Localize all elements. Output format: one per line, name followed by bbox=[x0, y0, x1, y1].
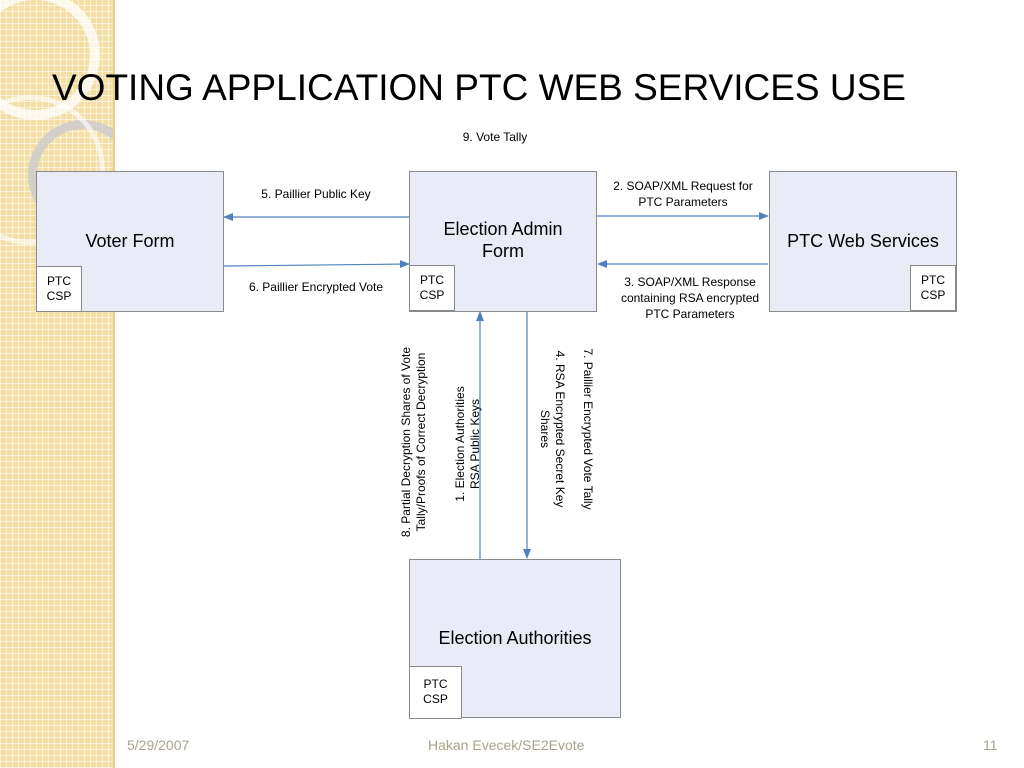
strip-divider bbox=[113, 0, 115, 768]
edge-label-vote-tally: 9. Vote Tally bbox=[462, 130, 528, 144]
ptc-web-services-csp: PTC CSP bbox=[910, 265, 956, 311]
election-authorities-label: Election Authorities bbox=[438, 628, 592, 648]
ptc-web-services-label: PTC Web Services bbox=[787, 231, 939, 251]
election-authorities-csp: PTC CSP bbox=[409, 666, 462, 719]
edge-label-authority-rsa-keys: 1. Election Authorities RSA Public Keys bbox=[453, 386, 482, 502]
edge-label-soap-response: 3. SOAP/XML Response containing RSA encr… bbox=[620, 275, 760, 321]
voter-form-csp: PTC CSP bbox=[36, 266, 82, 312]
footer-author: Hakan Evecek/SE2Evote bbox=[428, 737, 585, 753]
arrow-paillier-encrypted-vote bbox=[223, 260, 410, 269]
edge-label-soap-request: 2. SOAP/XML Request for PTC Parameters bbox=[613, 179, 753, 209]
election-admin-form-node: Election Admin Form PTC CSP bbox=[409, 171, 597, 312]
edge-label-paillier-vote-tally: 7. Paillier Encrypted Vote Tally bbox=[581, 348, 595, 510]
edge-label-paillier-public-key: 5. Paillier Public Key bbox=[261, 187, 371, 201]
ptc-web-services-node: PTC Web Services PTC CSP bbox=[769, 171, 957, 312]
voter-form-label: Voter Form bbox=[85, 231, 175, 251]
footer-date: 5/29/2007 bbox=[127, 737, 190, 753]
election-admin-form-csp: PTC CSP bbox=[409, 265, 455, 311]
edge-label-rsa-secret-key-shares: 4. RSA Encrypted Secret Key Shares bbox=[538, 350, 567, 508]
voter-form-node: Voter Form PTC CSP bbox=[36, 171, 224, 312]
footer-page-number: 11 bbox=[983, 737, 998, 753]
edge-label-partial-decryption: 8. Partial Decryption Shares of Vote Tal… bbox=[399, 346, 428, 538]
election-admin-form-label: Election Admin Form bbox=[443, 219, 563, 261]
election-authorities-node: Election Authorities PTC CSP bbox=[409, 559, 621, 719]
edge-label-paillier-encrypted-vote: 6. Paillier Encrypted Vote bbox=[248, 280, 384, 294]
slide-title: VOTING APPLICATION PTC WEB SERVICES USE bbox=[52, 67, 906, 108]
